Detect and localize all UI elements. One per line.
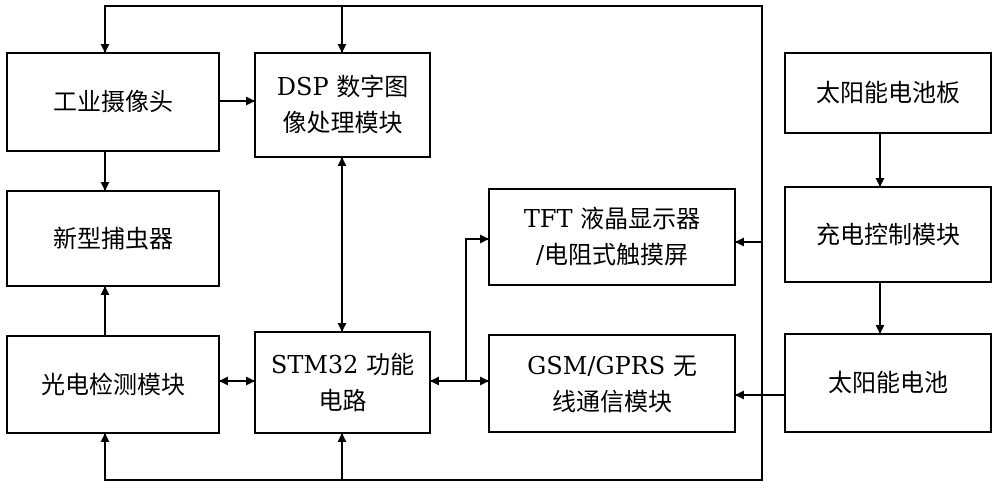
gsm-label: GSM/GPRS 无 线通信模块 — [527, 351, 697, 416]
tft-label: TFT 液晶显示器 /电阻式触摸屏 — [523, 205, 701, 269]
gsm-block: GSM/GPRS 无 线通信模块 — [488, 334, 736, 433]
dsp-label: DSP 数字图 像处理模块 — [276, 73, 409, 137]
bus-to-photo — [100, 315, 763, 481]
bus-to-camera — [100, 5, 763, 315]
battery-block: 太阳能电池 — [784, 333, 992, 433]
charge-control-block: 充电控制模块 — [784, 186, 992, 283]
camera-label: 工业摄像头 — [53, 88, 173, 116]
tft-block: TFT 液晶显示器 /电阻式触摸屏 — [488, 188, 736, 286]
charge-control-label: 充电控制模块 — [816, 220, 960, 249]
stm32-label: STM32 功能 电路 — [270, 350, 415, 415]
stm32-block: STM32 功能 电路 — [254, 331, 431, 434]
photo-block: 光电检测模块 — [6, 335, 220, 434]
trap-block: 新型捕虫器 — [6, 190, 220, 287]
arrow-stm32-tft — [465, 234, 489, 381]
camera-block: 工业摄像头 — [6, 52, 220, 152]
solar-panel-block: 太阳能电池板 — [784, 52, 992, 134]
photo-label: 光电检测模块 — [41, 370, 185, 399]
solar-panel-label: 太阳能电池板 — [816, 79, 960, 107]
dsp-block: DSP 数字图 像处理模块 — [254, 52, 431, 158]
battery-label: 太阳能电池 — [828, 369, 948, 397]
trap-label: 新型捕虫器 — [53, 224, 173, 253]
